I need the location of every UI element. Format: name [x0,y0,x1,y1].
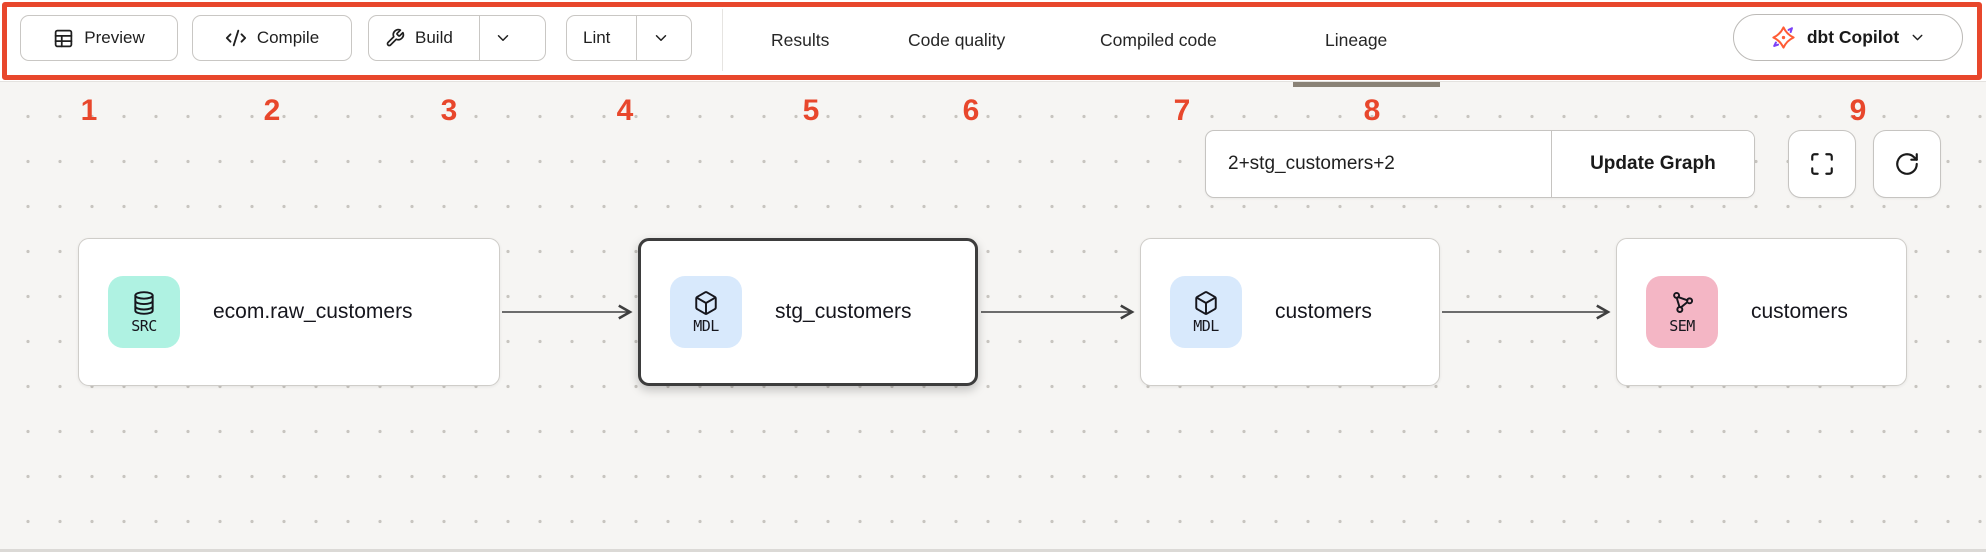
build-dropdown-button[interactable] [478,16,527,60]
chevron-down-icon [1912,34,1923,41]
node-type-label: MDL [693,316,719,335]
node-label: stg_customers [775,300,912,323]
active-tab-underline [1293,82,1440,87]
annotation-number-8: 8 [1363,94,1381,127]
tab-results-label: Results [771,29,830,50]
update-graph-label: Update Graph [1590,153,1716,174]
dbt-logo-icon [1772,26,1795,49]
annotation-number-1: 1 [80,94,98,127]
node-type-label: SRC [131,316,157,335]
source-badge: SRC [108,276,180,348]
model-selector-input[interactable] [1206,131,1551,197]
chevron-down-icon [655,35,667,41]
code-icon [225,29,246,47]
annotation-number-3: 3 [440,94,458,127]
semantic-model-icon [1673,291,1694,313]
refresh-icon [1896,153,1918,175]
preview-button[interactable]: Preview [20,15,178,61]
compile-button[interactable]: Compile [192,15,352,61]
preview-button-label: Preview [84,28,145,47]
annotation-number-2: 2 [263,94,281,127]
node-customers-model[interactable]: MDL customers [1140,238,1440,386]
node-label: customers [1751,300,1848,323]
lint-button-label: Lint [583,28,611,47]
node-stg-customers[interactable]: MDL stg_customers [638,238,978,386]
build-split-button: Build [368,15,546,61]
refresh-button[interactable] [1873,130,1941,198]
model-badge: MDL [1170,276,1242,348]
compile-button-label: Compile [256,28,320,47]
cube-icon [1195,290,1217,315]
node-type-label: SEM [1669,316,1695,335]
toolbar-divider [722,9,723,71]
build-button[interactable]: Build [369,16,469,60]
bottom-border [0,549,1986,552]
dbt-copilot-label: dbt Copilot [1806,27,1900,47]
node-type-label: MDL [1193,316,1219,335]
lint-dropdown-button[interactable] [636,16,684,60]
tab-code-quality[interactable]: Code quality [908,0,1005,80]
node-customers-semantic[interactable]: SEM customers [1616,238,1907,386]
update-graph-button[interactable]: Update Graph [1550,131,1754,197]
annotation-number-9: 9 [1849,94,1867,127]
graph-selector-group: Update Graph [1205,130,1755,198]
model-badge: MDL [670,276,742,348]
toolbar: Preview Compile Build Lint Resul [0,0,1986,82]
fullscreen-icon [1811,153,1833,175]
tab-results[interactable]: Results [771,0,829,80]
node-label: customers [1275,300,1372,323]
fullscreen-button[interactable] [1788,130,1856,198]
lint-split-button: Lint [566,15,692,61]
tab-lineage[interactable]: Lineage [1325,0,1387,80]
lint-button[interactable]: Lint [567,16,626,60]
tab-lineage-label: Lineage [1325,29,1388,50]
annotation-number-6: 6 [962,94,980,127]
node-ecom-raw-customers[interactable]: SRC ecom.raw_customers [78,238,500,386]
annotation-number-4: 4 [616,94,634,127]
tab-code-quality-label: Code quality [908,29,1006,50]
annotation-number-5: 5 [802,94,820,127]
build-button-label: Build [415,28,453,47]
table-icon [55,29,73,47]
tab-compiled-code[interactable]: Compiled code [1100,0,1217,80]
tab-compiled-code-label: Compiled code [1100,29,1217,50]
database-icon [134,290,154,315]
annotation-number-7: 7 [1173,94,1191,127]
wrench-icon [386,28,405,47]
chevron-down-icon [498,35,509,41]
semantic-badge: SEM [1646,276,1718,348]
cube-icon [695,290,717,315]
dbt-copilot-button[interactable]: dbt Copilot [1733,14,1963,61]
node-label: ecom.raw_customers [213,300,413,323]
